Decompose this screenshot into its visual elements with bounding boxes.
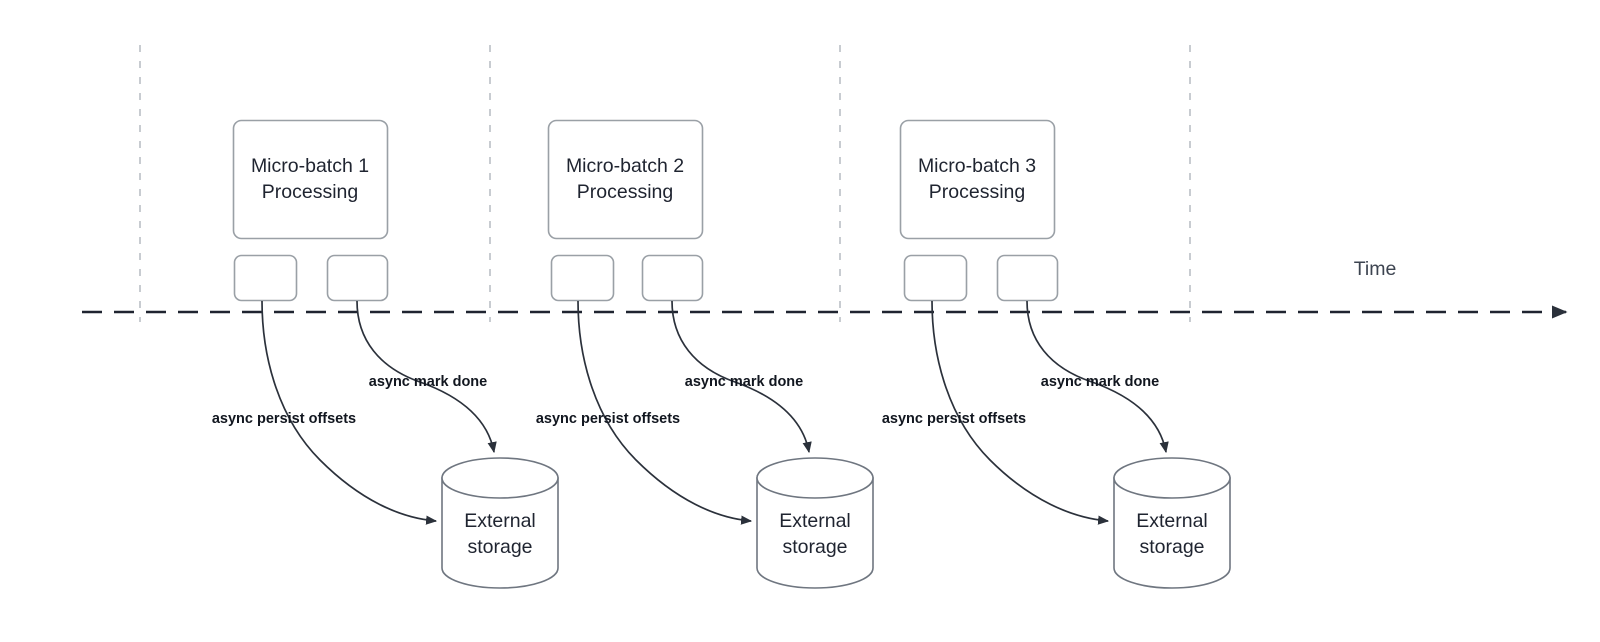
group-2-task-box-1[interactable] (550, 254, 615, 302)
group-1-storage-label-line2: storage (467, 536, 532, 558)
group-2-cylinder-top (756, 457, 874, 499)
group-1-storage-label-line1: External (464, 510, 536, 532)
group-1-cylinder-top (441, 457, 559, 499)
micro-batch-1-box[interactable] (232, 119, 389, 240)
group-3-task-box-1[interactable] (903, 254, 968, 302)
group-2-task-box-2[interactable] (641, 254, 704, 302)
micro-batch-2-label-line1: Micro-batch 2 (566, 155, 684, 177)
group-2-edge-persist-offsets (577, 300, 753, 525)
group-1-edge-persist-offsets (261, 300, 438, 525)
group-1-task-box-1[interactable] (233, 254, 298, 302)
group-1-edge-mark-done (356, 300, 497, 454)
group-1-cylinder-body (441, 477, 559, 589)
group-3-storage-label-line1: External (1136, 510, 1208, 532)
group-3-edge-persist-offsets (931, 300, 1110, 525)
timeline-gridlines (139, 45, 1191, 322)
group-2-label-mark-done: async mark done (685, 374, 803, 390)
group-1-label-mark-done: async mark done (369, 374, 487, 390)
group-3-edge-mark-done (1026, 300, 1169, 454)
micro-batch-1-label-line2: Processing (262, 181, 358, 203)
group-3-storage-label-line2: storage (1139, 536, 1204, 558)
group-2-storage-label-line1: External (779, 510, 851, 532)
micro-batch-1-label-line1: Micro-batch 1 (251, 155, 369, 177)
group-3-task-box-2[interactable] (996, 254, 1059, 302)
group-1: Micro-batch 1 Processing External storag… (212, 119, 559, 589)
micro-batch-2-label-line2: Processing (577, 181, 673, 203)
group-3: Micro-batch 3 Processing External storag… (882, 119, 1231, 589)
micro-batch-3-label-line1: Micro-batch 3 (918, 155, 1036, 177)
group-1-task-box-2[interactable] (326, 254, 389, 302)
group-2-storage-label-line2: storage (782, 536, 847, 558)
group-1-external-storage[interactable]: External storage (441, 457, 559, 589)
group-2-cylinder-body (756, 477, 874, 589)
timeline-axis-label: Time (1354, 258, 1397, 280)
micro-batch-3-box[interactable] (899, 119, 1056, 240)
group-2: Micro-batch 2 Processing External storag… (536, 119, 874, 589)
group-1-label-persist-offsets: async persist offsets (212, 411, 356, 427)
group-3-cylinder-top (1113, 457, 1231, 499)
timeline-axis: Time (82, 258, 1568, 319)
group-3-cylinder-body (1113, 477, 1231, 589)
group-2-label-persist-offsets: async persist offsets (536, 411, 680, 427)
group-3-label-persist-offsets: async persist offsets (882, 411, 1026, 427)
micro-batch-2-box[interactable] (547, 119, 704, 240)
micro-batch-3-label-line2: Processing (929, 181, 1025, 203)
group-3-external-storage[interactable]: External storage (1113, 457, 1231, 589)
group-3-label-mark-done: async mark done (1041, 374, 1159, 390)
group-2-edge-mark-done (671, 300, 812, 454)
group-2-external-storage[interactable]: External storage (756, 457, 874, 589)
